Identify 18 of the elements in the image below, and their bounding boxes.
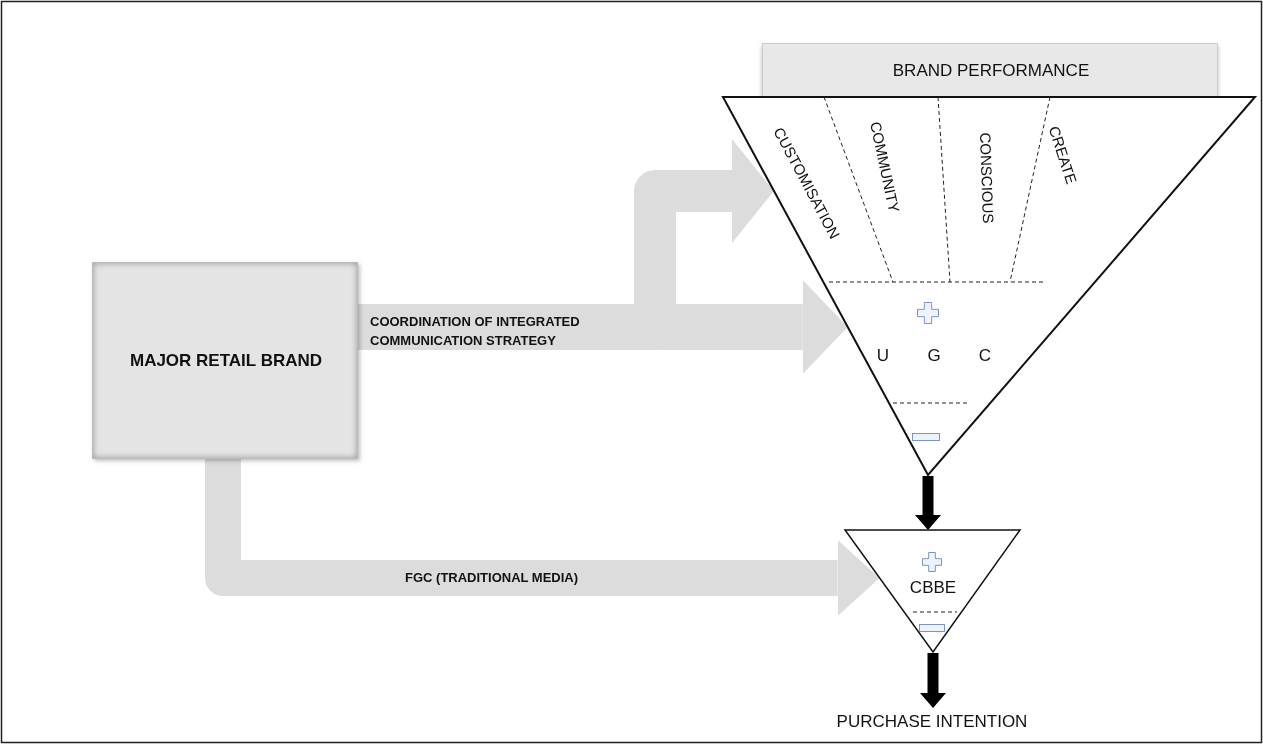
segment-label: CONSCIOUS <box>976 132 998 224</box>
header-title: BRAND PERFORMANCE <box>892 61 1090 81</box>
header-bar <box>762 43 1218 97</box>
block-arrow <box>205 459 880 616</box>
edge-label: COORDINATION OF INTEGRATED COMMUNICATION STRATEGY <box>370 313 581 350</box>
arrow <box>915 476 941 530</box>
edge-label: FGC (TRADITIONAL MEDIA) <box>405 569 579 587</box>
funnel-label: CBBE <box>909 578 957 598</box>
block-arrow <box>358 280 848 374</box>
brand-box <box>92 262 358 459</box>
arrow <box>920 653 946 708</box>
funnel-letter: C <box>978 346 992 366</box>
funnel-triangle <box>723 97 1255 475</box>
box-title: MAJOR RETAIL BRAND <box>130 351 322 371</box>
funnel-triangle <box>845 530 1020 652</box>
outcome-label: PURCHASE INTENTION <box>836 712 1028 732</box>
funnel-letter: G <box>927 346 941 366</box>
funnel-letter: U <box>876 346 890 366</box>
